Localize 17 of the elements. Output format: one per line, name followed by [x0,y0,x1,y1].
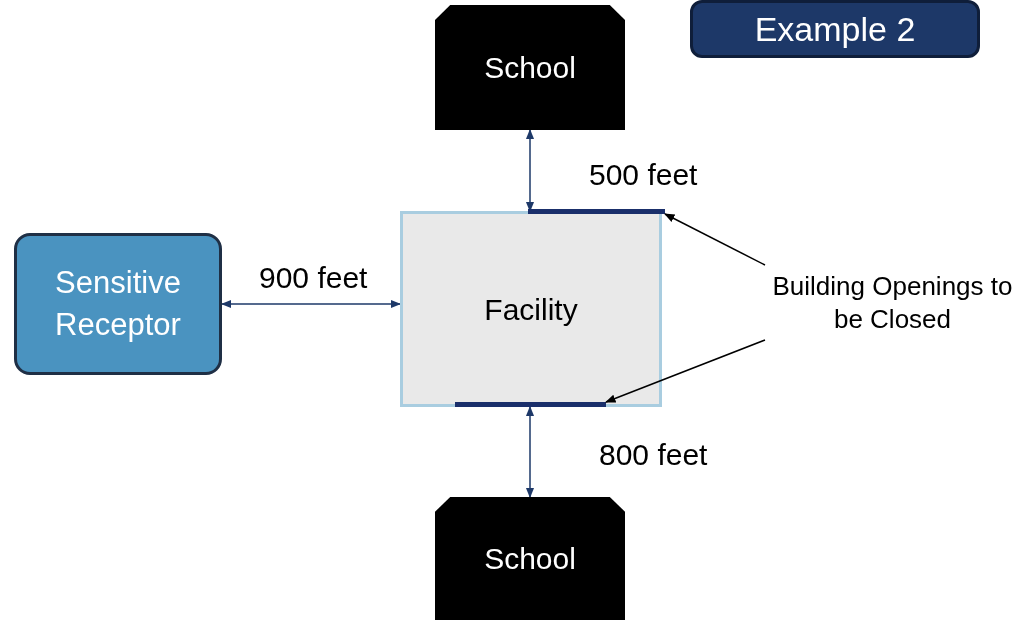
bar-shape [455,402,606,407]
node-label: Sensitive Receptor [54,264,182,344]
title-box [690,0,980,58]
node-label: School [484,541,576,577]
school-box [435,5,625,130]
facility-box [400,211,662,407]
leader-arrow [605,339,766,403]
leader-arrow [664,213,766,266]
callout-text: Building Openings to be Closed [771,270,1014,335]
school-box [435,497,625,620]
node-label: Facility [484,291,578,328]
double-arrow [525,405,535,499]
node-label: Example 2 [754,8,916,50]
node-label: School [484,50,576,86]
double-arrow [220,299,402,309]
bar-shape [528,209,665,214]
receptor-box [14,233,222,375]
